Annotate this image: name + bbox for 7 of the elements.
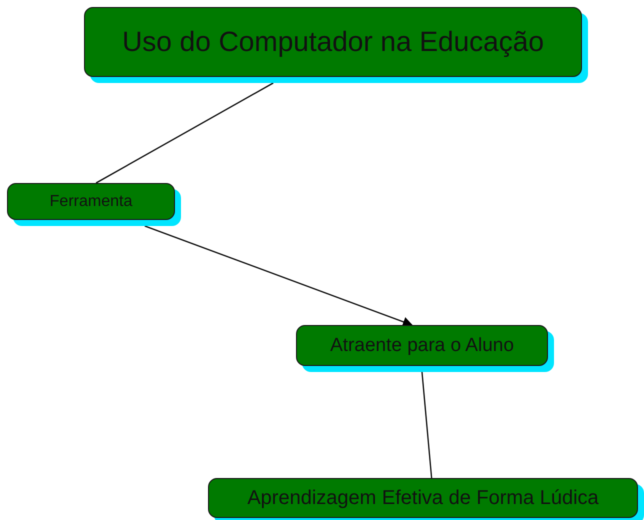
- connector-line: [96, 82, 274, 184]
- concept-label: Uso do Computador na Educação: [122, 26, 544, 58]
- arrow: [144, 225, 413, 327]
- concept-label: Ferramenta: [50, 192, 132, 210]
- concept-label: Aprendizagem Efetiva de Forma Lúdica: [247, 486, 599, 510]
- concept-label: Atraente para o Aluno: [330, 334, 514, 356]
- connector-line: [421, 372, 432, 478]
